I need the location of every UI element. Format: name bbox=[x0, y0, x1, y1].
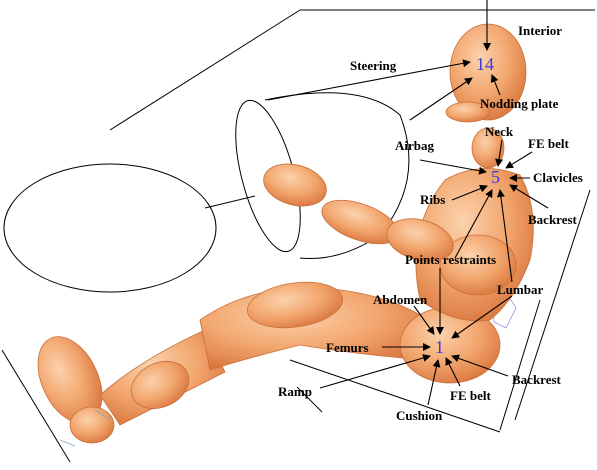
label-interior: Interior bbox=[518, 23, 562, 38]
arrow-fe-belt-upper bbox=[506, 152, 532, 168]
label-abdomen: Abdomen bbox=[373, 292, 428, 307]
node-number-thorax: 5 bbox=[491, 167, 500, 187]
label-points-restraints: Points restraints bbox=[405, 252, 496, 267]
label-fe-belt-upper: FE belt bbox=[528, 136, 569, 151]
label-nodding-plate: Nodding plate bbox=[480, 96, 559, 111]
airbag-ellipse bbox=[4, 164, 216, 292]
label-cushion: Cushion bbox=[396, 408, 443, 423]
dummy bbox=[25, 24, 533, 446]
steering-column bbox=[205, 196, 255, 208]
label-fe-belt-lower: FE belt bbox=[450, 388, 491, 403]
label-ribs: Ribs bbox=[420, 192, 445, 207]
arrow-ramp bbox=[320, 356, 430, 388]
interior-roof-line bbox=[110, 10, 300, 130]
label-clavicles: Clavicles bbox=[533, 170, 583, 185]
foot-right bbox=[70, 407, 114, 443]
node-number-pelvis: 1 bbox=[435, 337, 444, 357]
label-femurs: Femurs bbox=[326, 340, 369, 355]
label-neck: Neck bbox=[485, 124, 514, 139]
label-backrest-upper: Backrest bbox=[528, 212, 578, 227]
label-steering: Steering bbox=[350, 58, 397, 73]
node-number-head: 14 bbox=[476, 54, 494, 74]
backrest-line-a bbox=[500, 300, 540, 430]
label-backrest-lower: Backrest bbox=[512, 372, 562, 387]
hand bbox=[259, 157, 331, 212]
label-airbag: Airbag bbox=[395, 138, 435, 153]
label-lumbar: Lumbar bbox=[497, 282, 543, 297]
label-ramp: Ramp bbox=[278, 384, 312, 399]
